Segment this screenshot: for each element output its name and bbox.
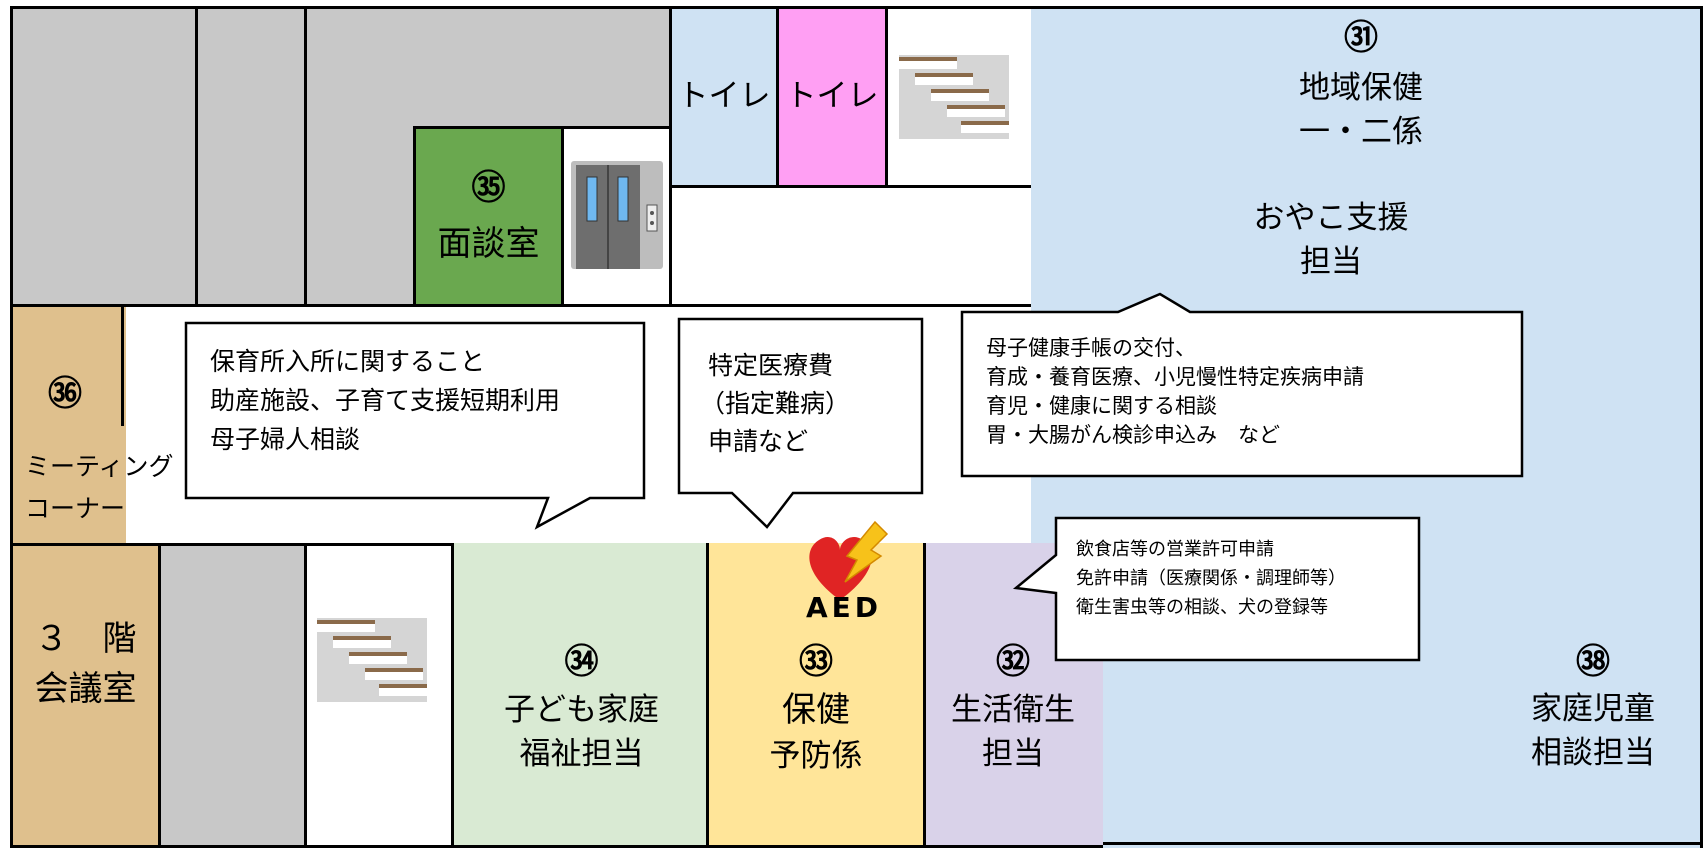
stairs-icon bbox=[317, 618, 427, 702]
room-36-line2: コーナー bbox=[25, 494, 126, 523]
toilet-b-label: トイレ bbox=[785, 78, 879, 114]
callout-31-line1: 母子健康手帳の交付、 bbox=[986, 336, 1196, 360]
meeting-line1: ３ 階 bbox=[34, 619, 137, 659]
callout-33-bubble bbox=[677, 317, 924, 529]
callout-32-bubble bbox=[1012, 516, 1421, 662]
room-36-meeting-corner[interactable]: ㊱ ミーティング コーナー bbox=[10, 304, 174, 546]
callout-31-bubble bbox=[960, 292, 1524, 478]
room-35-name: 面談室 bbox=[437, 224, 540, 264]
wall-34-33 bbox=[706, 543, 709, 848]
room-31-line3: おやこ支援 bbox=[1253, 200, 1409, 236]
room-32-number: ㉜ bbox=[996, 642, 1030, 682]
room-32-line1: 生活衛生 bbox=[951, 692, 1075, 728]
callout-33-line3: 申請など bbox=[708, 427, 809, 456]
gray-room-bottom bbox=[158, 543, 307, 848]
callout-34-bubble bbox=[184, 321, 646, 530]
callout-31-line4: 胃・大腸がん検診申込み など bbox=[986, 423, 1280, 447]
callout-32-line2: 免許申請（医療関係・調理師等） bbox=[1076, 568, 1346, 589]
room-35-number: ㉟ bbox=[471, 168, 506, 208]
elevator-room bbox=[561, 126, 672, 307]
aed-label: AED bbox=[806, 591, 883, 624]
room-34-number: ㉞ bbox=[564, 642, 599, 682]
room-31-line2: 一・二係 bbox=[1299, 114, 1423, 150]
room-38-line1: 家庭児童 bbox=[1531, 691, 1655, 727]
room-38-number: ㊳ bbox=[1576, 642, 1610, 682]
room-34-child-family[interactable]: ㉞ 子ども家庭 福祉担当 bbox=[454, 543, 709, 848]
room-3f-meeting[interactable]: ３ 階 会議室 bbox=[10, 543, 161, 848]
outer-left-wall bbox=[10, 6, 13, 848]
gray-room-2 bbox=[195, 6, 307, 307]
callout-33-line1: 特定医療費 bbox=[708, 351, 834, 380]
room-38-family-child[interactable]: ㊳ 家庭児童 相談担当 bbox=[1103, 600, 1700, 845]
callout-34-line2: 助産施設、子育て支援短期利用 bbox=[210, 386, 561, 415]
room-33-number: ㉝ bbox=[799, 642, 833, 682]
room-32-line2: 担当 bbox=[982, 736, 1044, 772]
callout-32-line3: 衛生害虫等の相談、犬の登録等 bbox=[1076, 597, 1328, 618]
storage-room bbox=[669, 185, 1034, 307]
elevator-icon bbox=[571, 161, 663, 269]
callout-33-line2: （指定難病） bbox=[700, 389, 851, 418]
stairs-bottom bbox=[304, 543, 454, 848]
room-34-line2: 福祉担当 bbox=[519, 736, 644, 772]
callout-34-line3: 母子婦人相談 bbox=[210, 425, 361, 454]
callout-31-line3: 育児・健康に関する相談 bbox=[986, 394, 1217, 418]
room-34-line1: 子ども家庭 bbox=[504, 692, 659, 728]
callout-32-line1: 飲食店等の営業許可申請 bbox=[1076, 539, 1274, 560]
room-33-line1: 保健 bbox=[782, 690, 850, 730]
room-36-line1: ミーティング bbox=[25, 452, 174, 481]
room-33-line2: 予防係 bbox=[769, 738, 863, 774]
stairs-icon bbox=[899, 55, 1009, 139]
toilet-b[interactable]: トイレ bbox=[776, 6, 888, 188]
room-36-number: ㊱ bbox=[48, 374, 82, 414]
aed-heart-icon[interactable] bbox=[795, 520, 905, 620]
room-38-line2: 相談担当 bbox=[1531, 735, 1655, 771]
room-31-number: ㉛ bbox=[1344, 18, 1378, 58]
room-31-line1: 地域保健 bbox=[1299, 70, 1423, 106]
room-36-wall bbox=[121, 304, 124, 426]
room-33-health-prevention[interactable]: ㉝ 保健 予防係 bbox=[709, 543, 923, 848]
toilet-a[interactable]: トイレ bbox=[669, 6, 779, 188]
callout-31-line2: 育成・養育医療、小児慢性特定疾病申請 bbox=[986, 365, 1364, 389]
toilet-a-label: トイレ bbox=[677, 78, 771, 114]
room-31-line4: 担当 bbox=[1300, 244, 1362, 280]
callout-34-line1: 保育所入所に関すること bbox=[210, 347, 486, 376]
meeting-line2: 会議室 bbox=[34, 669, 137, 709]
